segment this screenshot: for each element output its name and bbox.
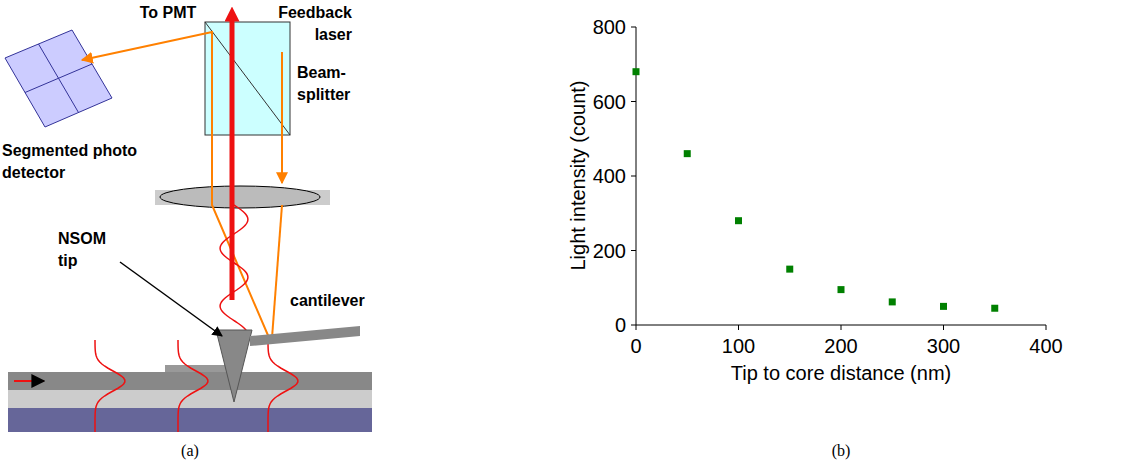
nsom-probe bbox=[216, 326, 360, 402]
mode-profiles bbox=[95, 340, 298, 432]
data-point bbox=[735, 217, 742, 224]
tick-label: 400 bbox=[566, 163, 626, 190]
data-points bbox=[633, 68, 999, 312]
panel-label: (a) bbox=[170, 440, 210, 462]
photo-detector bbox=[5, 30, 112, 127]
part-label: cantilever bbox=[290, 290, 390, 312]
data-point bbox=[838, 286, 845, 293]
data-point bbox=[633, 68, 640, 75]
feedback-beam bbox=[82, 32, 282, 340]
laser-label: Feedback laser bbox=[260, 2, 352, 45]
tick-mark bbox=[636, 325, 637, 330]
tick-label: 200 bbox=[566, 238, 626, 265]
panel-label: (b) bbox=[821, 440, 861, 462]
chart-axes bbox=[631, 27, 1046, 330]
tick-mark bbox=[631, 176, 636, 177]
tick-mark bbox=[631, 325, 636, 326]
tick-label: 100 bbox=[709, 333, 769, 360]
tick-label: 300 bbox=[914, 333, 974, 360]
mode-profile bbox=[268, 340, 298, 432]
beam-splitter-cube bbox=[205, 22, 290, 135]
tick-label: 800 bbox=[566, 14, 626, 41]
tick-mark bbox=[738, 325, 739, 330]
tick-label: 400 bbox=[1016, 333, 1076, 360]
light-wave bbox=[220, 205, 248, 335]
lens bbox=[155, 186, 330, 208]
beam-label: To PMT bbox=[123, 2, 213, 24]
data-point bbox=[940, 303, 947, 310]
tick-label: 0 bbox=[606, 333, 666, 360]
tick-label: 0 bbox=[566, 312, 626, 339]
tick-mark bbox=[631, 101, 636, 102]
mode-profile bbox=[95, 340, 125, 432]
part-label: Beam-splitter bbox=[297, 62, 369, 105]
tick-mark bbox=[631, 27, 636, 28]
tick-mark bbox=[1046, 325, 1047, 330]
leader-line bbox=[120, 262, 222, 336]
tick-label: 600 bbox=[566, 89, 626, 116]
data-point bbox=[991, 305, 998, 312]
data-point bbox=[786, 266, 793, 273]
data-point bbox=[889, 298, 896, 305]
tick-mark bbox=[631, 250, 636, 251]
axis-title: Light intensity (count) bbox=[565, 16, 592, 336]
part-label: NSOM tip bbox=[58, 228, 120, 271]
axis-title: Tip to core distance (nm) bbox=[661, 360, 1021, 387]
tick-mark bbox=[841, 325, 842, 330]
pmt-beam bbox=[230, 14, 235, 300]
waveguide bbox=[8, 365, 372, 432]
mode-profile bbox=[178, 340, 208, 432]
data-point bbox=[684, 150, 691, 157]
tick-label: 200 bbox=[811, 333, 871, 360]
part-label: Segmented photo detector bbox=[2, 140, 167, 183]
tick-mark bbox=[943, 325, 944, 330]
